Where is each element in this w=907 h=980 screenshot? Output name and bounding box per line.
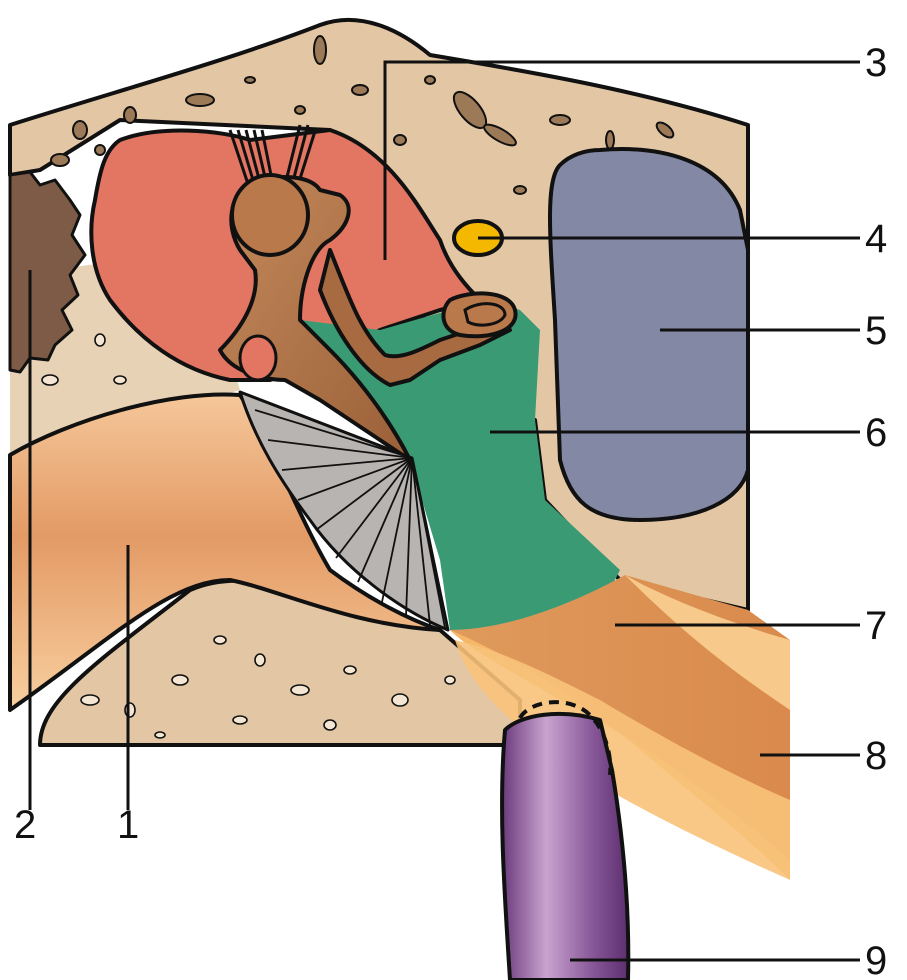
label-8: 8 <box>865 734 887 778</box>
label-1: 1 <box>117 803 139 847</box>
malleus-head <box>232 175 308 255</box>
label-7: 7 <box>865 604 887 648</box>
label-9: 9 <box>865 939 887 980</box>
label-3: 3 <box>865 41 887 85</box>
label-2: 2 <box>14 803 36 847</box>
tensor-tympani <box>240 336 276 380</box>
label-4: 4 <box>865 217 887 261</box>
label-6: 6 <box>865 411 887 455</box>
cochlea <box>550 149 748 520</box>
label-5: 5 <box>865 309 887 353</box>
